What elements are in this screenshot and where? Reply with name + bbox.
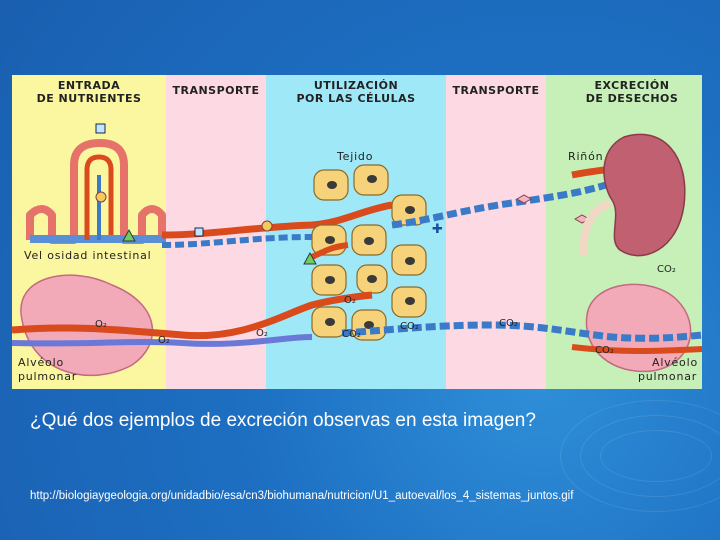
kidney-label: Riñón [568, 150, 603, 163]
o2-label-tissue: O₂ [344, 295, 356, 306]
nutrient-square-in-vessel [194, 227, 204, 237]
co2-vessel-red [571, 344, 702, 354]
oxygen-vessel [12, 291, 373, 340]
ureter [579, 199, 612, 256]
nutrient-square-marker [95, 123, 106, 134]
nutrient-vessel-blue [161, 234, 313, 248]
nutrient-circle-in-vessel [261, 220, 273, 232]
header-transport-left: TRANSPORTE [172, 84, 259, 97]
kidney-shape [603, 133, 686, 257]
intestine-label: Vel osidad intestinal [24, 249, 152, 262]
co2-vessel [341, 321, 702, 342]
header-transport-right: TRANSPORTE [452, 84, 539, 97]
o2-label-lung: O₂ [95, 319, 107, 330]
column-transport-right [446, 75, 546, 389]
co2-label-right-top: CO₂ [657, 264, 676, 275]
co2-label-lung: CO₂ [595, 345, 614, 356]
o2-label-vessel: O₂ [158, 335, 170, 346]
waste-vessel-to-kidney [391, 179, 614, 229]
co2-label-out-2: CO₂ [499, 318, 518, 329]
tissue-label: Tejido [336, 150, 373, 163]
co2-label-out-1: CO₂ [400, 321, 419, 332]
nutrient-circle-marker [95, 191, 107, 203]
header-excretion-1: EXCRECIÓN [595, 79, 670, 92]
triangle-marker-tissue [303, 251, 317, 265]
nutrition-systems-diagram: ENTRADA DE NUTRIENTES TRANSPORTE UTILIZA… [12, 75, 702, 389]
source-url: http://biologiaygeologia.org/unidadbio/e… [30, 490, 574, 502]
plus-marker-tissue: ✚ [432, 222, 443, 237]
alveolus-left-label-2: pulmonar [18, 370, 77, 383]
cell-nuclei [325, 175, 415, 329]
header-excretion-2: DE DESECHOS [586, 92, 679, 105]
header-intake-1: ENTRADA [58, 79, 120, 92]
header-intake-2: DE NUTRIENTES [37, 92, 142, 105]
alveolus-right-label-1: Alvéolo [652, 356, 698, 369]
header-use-2: POR LAS CÉLULAS [296, 92, 415, 105]
intestinal-villi [26, 139, 166, 244]
waste-diamond-marker [515, 194, 533, 204]
tissue-link-vessel [310, 242, 349, 260]
nutrient-triangle-marker [122, 228, 136, 242]
header-use-1: UTILIZACIÓN [314, 79, 398, 92]
alveolus-left-label-1: Alvéolo [18, 356, 64, 369]
co2-label-tissue: CO₂ [342, 329, 361, 340]
alveolus-right-label-2: pulmonar [638, 370, 697, 383]
question-caption: ¿Qué dos ejemplos de excreción observas … [30, 410, 536, 431]
oxygen-vessel-blue [12, 334, 313, 347]
o2-label-vessel-2: O₂ [256, 328, 268, 339]
